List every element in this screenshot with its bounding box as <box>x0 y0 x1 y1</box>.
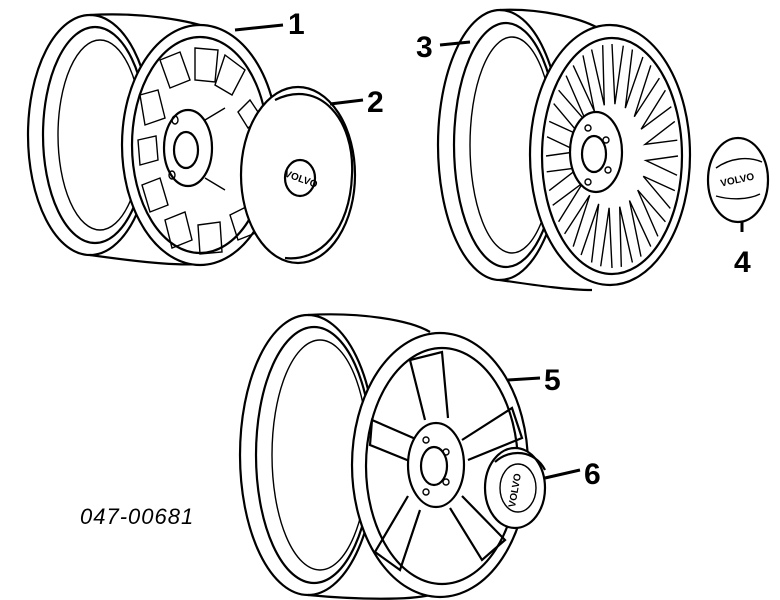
fan-spoke <box>619 206 634 267</box>
callout-1: 1 <box>288 8 305 41</box>
wheel-5 <box>238 313 530 600</box>
hubcap-2: VOLVO <box>239 85 357 265</box>
fan-spoke <box>642 175 676 209</box>
fan-spoke <box>633 65 660 118</box>
wheel-1 <box>26 13 280 267</box>
fan-spoke <box>611 43 624 105</box>
fan-spoke <box>624 49 644 109</box>
fan-spoke <box>637 189 666 237</box>
fan-spoke <box>640 89 672 130</box>
wheel-3 <box>436 8 692 292</box>
callout-4: 4 <box>734 246 751 279</box>
part-number: 047-00681 <box>80 504 194 529</box>
fan-spoke <box>628 200 652 257</box>
fan-spoke <box>643 155 679 176</box>
wheel-3-spokes <box>545 43 679 269</box>
center-cap-4: VOLVO <box>706 136 770 224</box>
fan-spoke <box>600 207 613 269</box>
callout-5: 5 <box>544 364 561 397</box>
callout-6: 6 <box>584 458 601 491</box>
callout-2: 2 <box>367 86 384 119</box>
center-cap-6: VOLVO <box>483 446 547 530</box>
fan-spoke <box>590 45 605 106</box>
leader-lines <box>234 23 744 480</box>
fan-spoke <box>642 120 678 146</box>
callout-3: 3 <box>416 31 433 64</box>
fan-spoke <box>580 203 600 263</box>
fan-spoke <box>564 194 591 247</box>
